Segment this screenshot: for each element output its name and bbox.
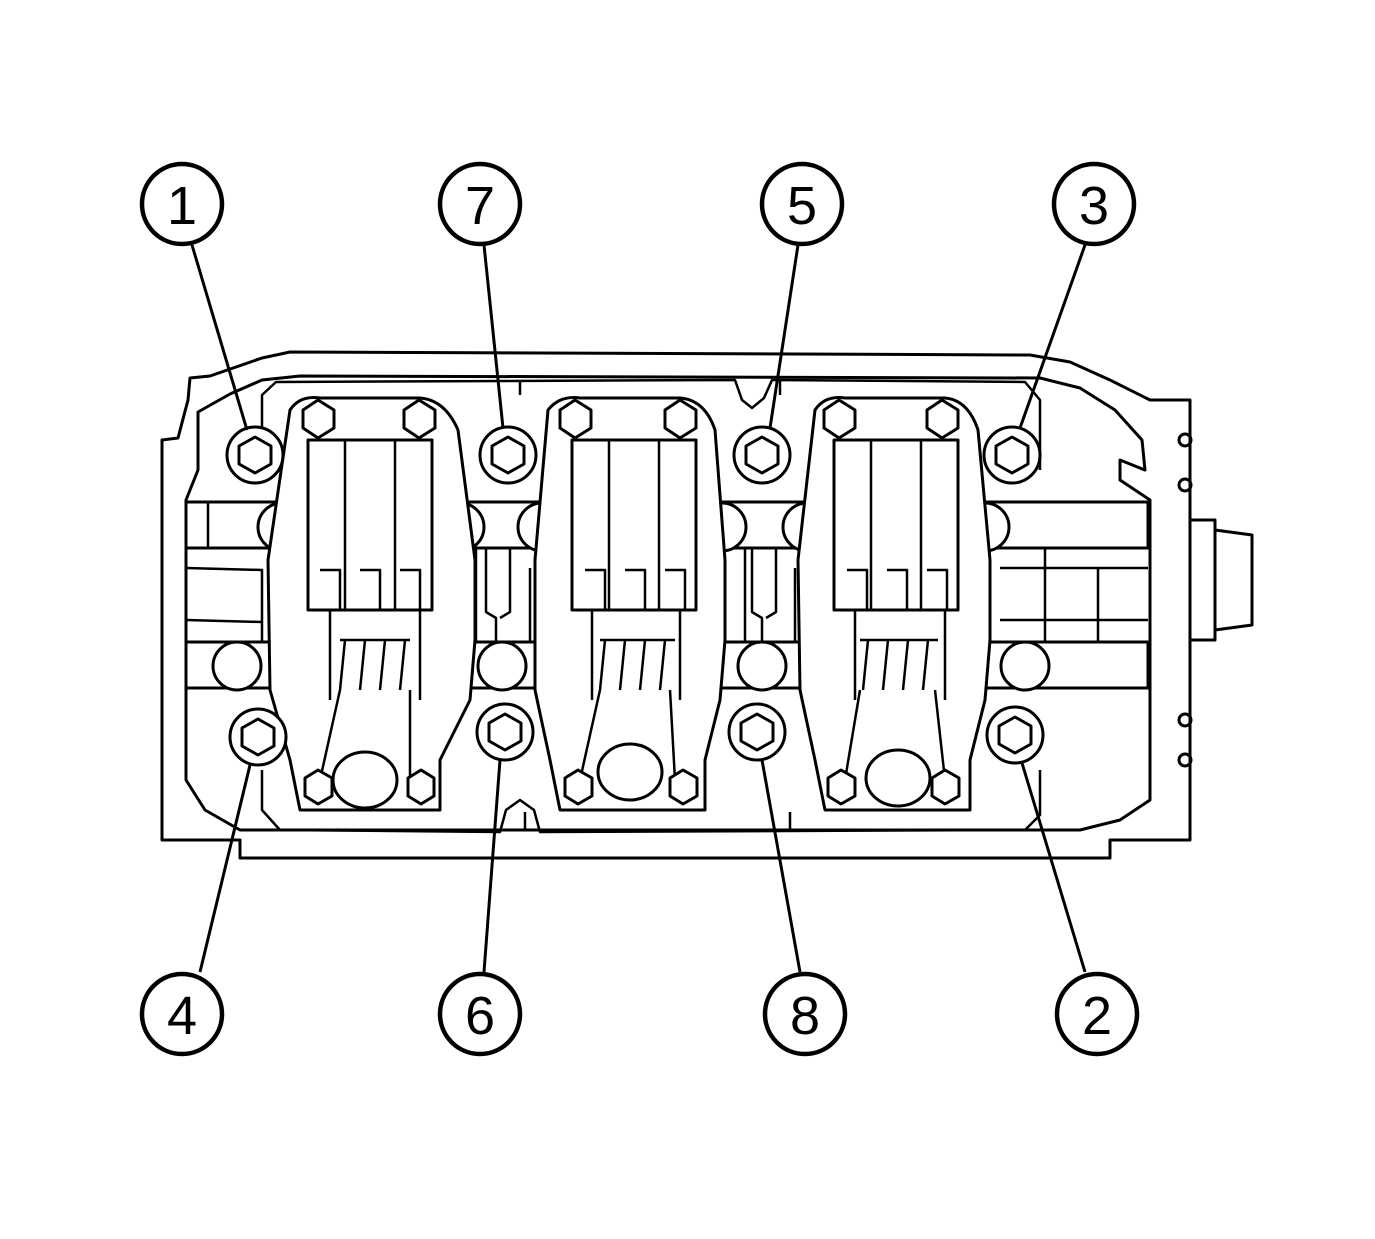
callout-4: 4 — [139, 971, 225, 1057]
callout-7: 7 — [437, 161, 523, 247]
head-bolt-8 — [727, 702, 787, 762]
head-bolts — [225, 425, 1045, 767]
leader-7 — [482, 244, 505, 429]
callout-6: 6 — [437, 971, 523, 1057]
camshaft-carrier-frame — [260, 378, 1042, 834]
head-bolt-6 — [475, 702, 535, 762]
callout-5-label: 5 — [787, 176, 817, 236]
rocker-arm-assembly-right — [796, 396, 992, 812]
leader-4 — [198, 764, 252, 973]
head-bolt-5 — [732, 425, 792, 485]
leader-8 — [760, 759, 802, 973]
callout-3: 3 — [1051, 161, 1137, 247]
callout-5: 5 — [759, 161, 845, 247]
leader-6 — [482, 759, 502, 973]
rocker-arm-assembly-left — [266, 396, 477, 812]
head-bolt-4 — [228, 707, 288, 767]
callout-2-label: 2 — [1082, 986, 1112, 1046]
callout-7-label: 7 — [465, 176, 495, 236]
callout-6-label: 6 — [465, 986, 495, 1046]
head-bolt-7 — [478, 425, 538, 485]
callout-2: 2 — [1054, 971, 1140, 1057]
callout-1-label: 1 — [167, 176, 197, 236]
bearing-webs — [185, 548, 1148, 642]
leader-lines — [190, 244, 1087, 973]
head-bolt-3 — [982, 425, 1042, 485]
head-bolt-1 — [225, 425, 285, 485]
callout-8: 8 — [762, 971, 848, 1057]
head-bolt-2 — [985, 705, 1045, 765]
leader-1 — [190, 244, 249, 431]
callout-1: 1 — [139, 161, 225, 247]
leader-2 — [1020, 762, 1087, 973]
callout-8-label: 8 — [790, 986, 820, 1046]
cylinder-head-outline — [160, 350, 1254, 860]
rocker-arm-assembly-center — [533, 396, 727, 812]
callout-4-label: 4 — [167, 986, 197, 1046]
callout-3-label: 3 — [1079, 176, 1109, 236]
leader-3 — [1018, 244, 1087, 429]
leader-5 — [768, 244, 800, 429]
